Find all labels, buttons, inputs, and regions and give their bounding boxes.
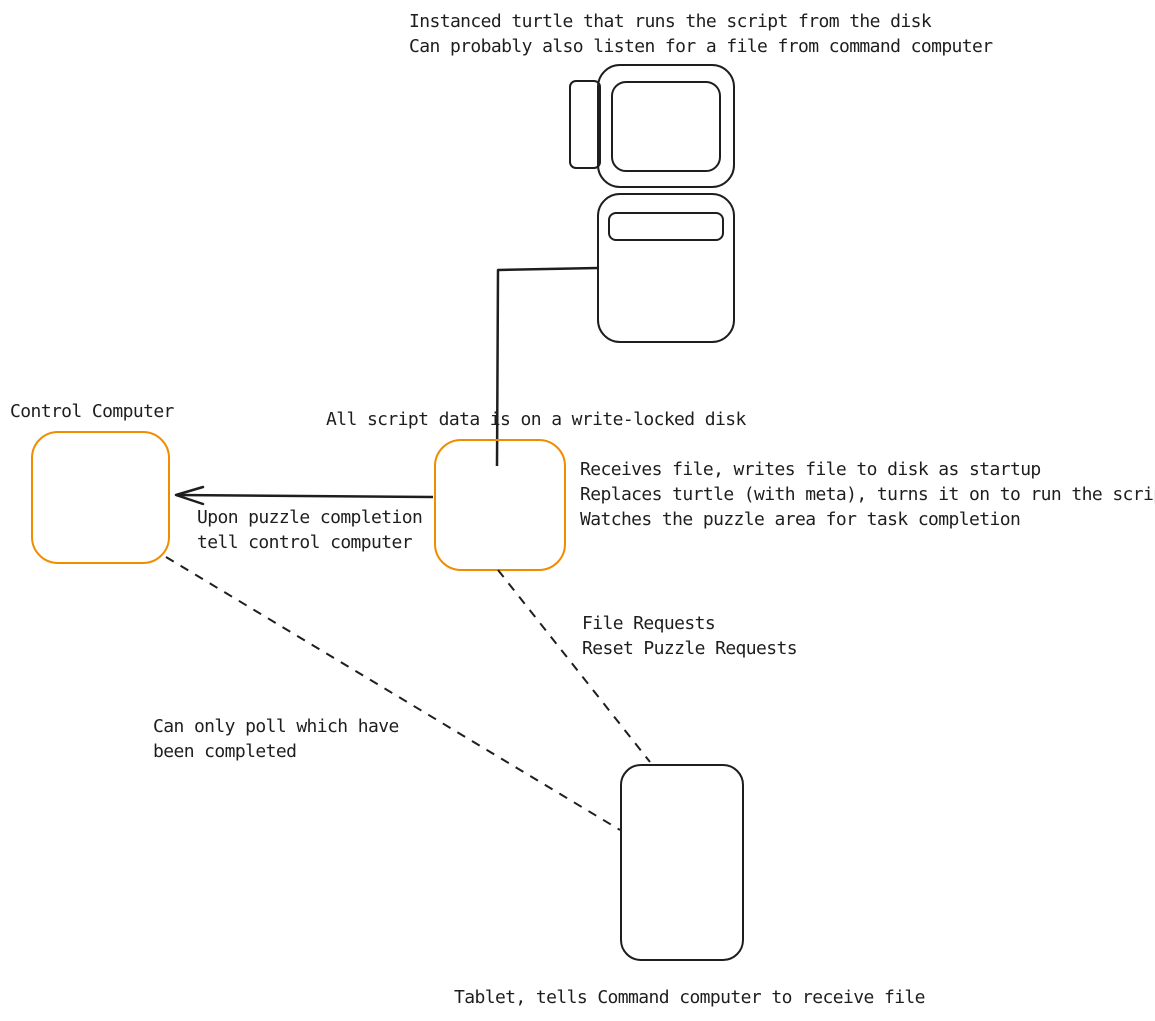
- arrow-shaft: [175, 493, 434, 499]
- turtle-head-outer: [597, 64, 735, 188]
- tablet-caption: Tablet, tells Command computer to receiv…: [454, 987, 926, 1008]
- turtle-head[interactable]: [569, 64, 735, 188]
- poll-note-line-1: Can only poll which have: [153, 716, 399, 737]
- control-computer-label: Control Computer: [10, 401, 174, 422]
- poll-dashed-link[interactable]: [165, 556, 621, 831]
- arrow-head: [174, 485, 205, 506]
- command-note-line-2: Replaces turtle (with meta), turns it on…: [580, 484, 1155, 505]
- completion-note-line-2: tell control computer: [197, 532, 413, 553]
- completion-note-line-1: Upon puzzle completion: [197, 507, 423, 528]
- disk-drive[interactable]: [597, 193, 735, 343]
- disk-connector-line[interactable]: [495, 266, 599, 467]
- completion-arrow[interactable]: [174, 485, 434, 506]
- control-computer-box[interactable]: [31, 431, 170, 564]
- requests-dashed-link[interactable]: [497, 569, 651, 763]
- turtle-screen: [611, 81, 721, 172]
- command-note-line-3: Watches the puzzle area for task complet…: [580, 509, 1021, 530]
- turtle-caption-line-2: Can probably also listen for a file from…: [409, 36, 993, 57]
- command-computer-box[interactable]: [434, 439, 566, 571]
- completion-note: Upon puzzle completion tell control comp…: [197, 505, 423, 555]
- requests-note-line-1: File Requests: [582, 613, 716, 634]
- turtle-caption-line-1: Instanced turtle that runs the script fr…: [409, 11, 932, 32]
- poll-note-line-2: been completed: [153, 741, 297, 762]
- requests-note-line-2: Reset Puzzle Requests: [582, 638, 798, 659]
- tablet-box[interactable]: [620, 764, 744, 961]
- poll-note: Can only poll which have been completed: [153, 714, 399, 764]
- turtle-caption: Instanced turtle that runs the script fr…: [409, 9, 993, 59]
- disk-slot: [608, 212, 724, 241]
- requests-note: File Requests Reset Puzzle Requests: [582, 611, 798, 661]
- command-computer-notes: Receives file, writes file to disk as st…: [580, 457, 1155, 532]
- command-note-line-1: Receives file, writes file to disk as st…: [580, 459, 1041, 480]
- turtle-side-panel: [569, 80, 601, 169]
- disk-note: All script data is on a write-locked dis…: [326, 409, 746, 430]
- disk-drive-body: [597, 193, 735, 343]
